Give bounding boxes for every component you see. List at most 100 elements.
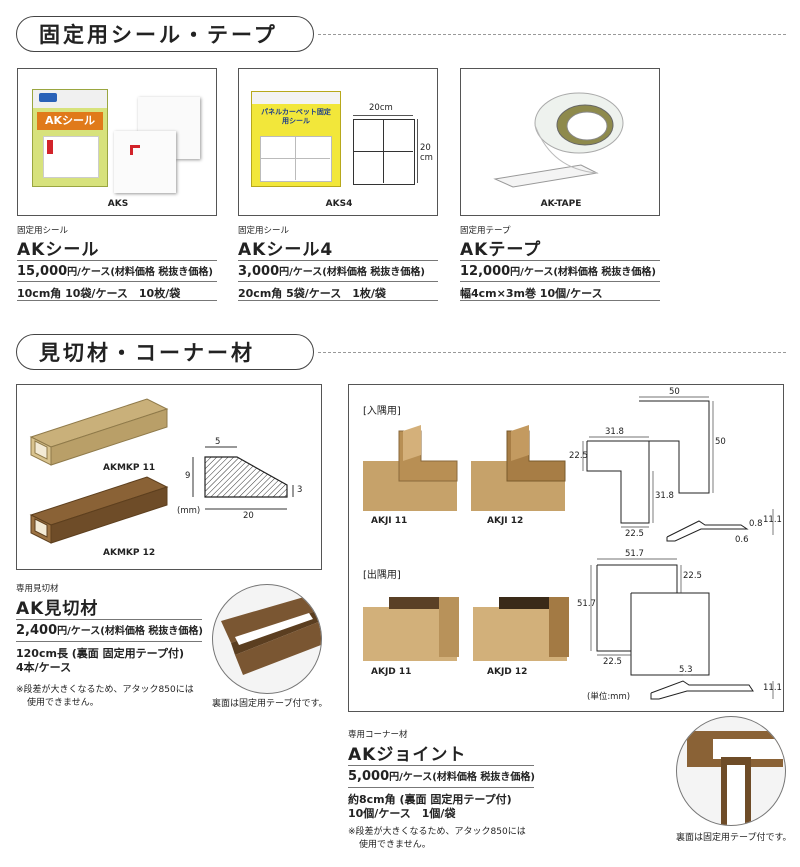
product-spec: 120cm長 (裏面 固定用テープ付): [16, 647, 184, 660]
product-note: ※段差が大きくなるため、アタック850には: [348, 827, 526, 837]
section-heading-mikiri-corner: 見切材・コーナー材: [16, 334, 314, 370]
price-value: 15,000: [17, 264, 68, 279]
price-value: 3,000: [238, 264, 280, 279]
seal-sheet: [114, 131, 176, 193]
back-tape-note: 裏面は固定用テープ付です。: [676, 833, 792, 843]
dim-inner: 50: [669, 387, 680, 397]
dim-inner: 31.8: [605, 427, 624, 437]
price-tax-note: (材料価格 税抜き価格): [432, 772, 535, 783]
dim-inner: 0.6: [735, 535, 749, 545]
dim-outer: 5.3: [679, 665, 693, 675]
divider: [318, 352, 786, 353]
dim-arrow-horizontal: [353, 115, 413, 116]
mikiri-image-panel: 5 9 3 20 (mm) AKMKP 11 AKMKP 12: [16, 384, 322, 570]
product-code: AKJI 12: [487, 516, 524, 526]
price-unit: 円/ケース: [57, 626, 101, 637]
corner-back-photo: [676, 716, 786, 826]
dim-outer: 51.7: [577, 599, 596, 609]
aks4-sheet: [353, 119, 415, 185]
rule: [460, 300, 660, 301]
product-category: 専用コーナー材: [348, 730, 408, 740]
package-inner-sheet: [260, 136, 332, 182]
product-spec: 約8cm角 (裏面 固定用テープ付): [348, 793, 512, 806]
rule: [17, 300, 217, 301]
red-corner-mark: [130, 145, 140, 148]
rule: [16, 619, 202, 620]
dim-arrow-vertical: [417, 119, 418, 183]
mikiri-back-illustration: [221, 595, 321, 675]
product-code: AKMKP 11: [103, 463, 156, 473]
rule: [17, 260, 217, 261]
aks-package-brand: AKシール: [37, 112, 103, 130]
price-tax-note: (材料価格 税抜き価格): [322, 267, 425, 278]
price-tax-note: (材料価格 税抜き価格): [553, 267, 656, 278]
price-unit: 円/ケース: [67, 267, 111, 278]
product-category: 固定用テープ: [460, 226, 511, 236]
profile-dim-bottom: 20: [243, 511, 254, 521]
package-logo: [39, 93, 57, 102]
corner-image-panel: [入隅用] [出隅用]: [348, 384, 784, 712]
product-code: AKJD 11: [371, 667, 412, 677]
dim-outer: 22.5: [603, 657, 622, 667]
package-red-corner: [47, 140, 53, 154]
product-price-line: 3,000円/ケース(材料価格 税抜き価格): [238, 263, 425, 279]
product-name: AKシール4: [238, 240, 334, 260]
rule: [16, 641, 202, 642]
price-value: 12,000: [460, 264, 511, 279]
price-tax-note: (材料価格 税抜き価格): [100, 626, 203, 637]
corner-illustrations: [363, 396, 774, 700]
product-note: ※段差が大きくなるため、アタック850には: [16, 685, 194, 695]
product-price-line: 15,000円/ケース(材料価格 税抜き価格): [17, 263, 213, 279]
corner-unit-label: (単位:mm): [587, 692, 631, 702]
product-name: AKテープ: [460, 240, 542, 260]
product-name: AK見切材: [16, 599, 99, 619]
price-tax-note: (材料価格 税抜き価格): [110, 267, 213, 278]
dim-outer: 11.1: [763, 683, 782, 693]
profile-dim-left: 9: [185, 471, 191, 481]
product-spec: 10cm角 10袋/ケース 10枚/袋: [17, 287, 181, 300]
product-code: AKJI 11: [371, 516, 408, 526]
profile-dim-top: 5: [215, 437, 221, 447]
dim-inner: 11.1: [763, 515, 782, 525]
rule: [238, 260, 438, 261]
inner-corner-label: [入隅用]: [363, 406, 401, 417]
rule: [460, 281, 660, 282]
product-spec: 幅4cm×3m巻 10個/ケース: [460, 287, 603, 300]
product-code: AKMKP 12: [103, 548, 156, 558]
product-code: AKJD 12: [487, 667, 528, 677]
profile-dim-right: 3: [297, 485, 303, 495]
price-unit: 円/ケース: [279, 267, 323, 278]
dim-outer: 51.7: [625, 549, 644, 559]
product-code: AKS4: [325, 199, 353, 209]
mikiri-profile-illustration: [29, 398, 294, 544]
product-price-line: 12,000円/ケース(材料価格 税抜き価格): [460, 263, 656, 279]
aks4-package-brand: パネルカーペット固定用シール: [261, 108, 331, 125]
aks4-package: パネルカーペット固定用シール: [251, 91, 341, 187]
rule: [348, 787, 534, 788]
tape-roll-illustration: [493, 92, 624, 188]
dim-height: 20 cm: [420, 143, 433, 163]
section-heading-seal-tape: 固定用シール・テープ: [16, 16, 314, 52]
rule: [17, 281, 217, 282]
red-corner-mark: [130, 145, 133, 155]
product-note: 使用できません。: [359, 840, 431, 850]
product-name: AKシール: [17, 240, 100, 260]
product-code: AKS: [107, 199, 129, 209]
mikiri-back-photo: [212, 584, 322, 694]
dim-outer: 22.5: [683, 571, 702, 581]
product-image-aktape: AK-TAPE: [460, 68, 660, 216]
product-note: 使用できません。: [27, 698, 99, 708]
product-spec: 10個/ケース 1個/袋: [348, 807, 456, 820]
package-hang-tab: [252, 92, 340, 104]
price-unit: 円/ケース: [389, 772, 433, 783]
product-price-line: 2,400円/ケース(材料価格 税抜き価格): [16, 622, 203, 638]
rule: [348, 765, 534, 766]
divider: [318, 34, 786, 35]
product-image-aks: AKシール AKS: [17, 68, 217, 216]
price-unit: 円/ケース: [510, 267, 554, 278]
product-name: AKジョイント: [348, 745, 467, 765]
product-category: 固定用シール: [238, 226, 290, 236]
aks-package: AKシール: [32, 89, 108, 187]
dim-inner: 22.5: [625, 529, 644, 539]
package-grid-line: [260, 158, 330, 159]
